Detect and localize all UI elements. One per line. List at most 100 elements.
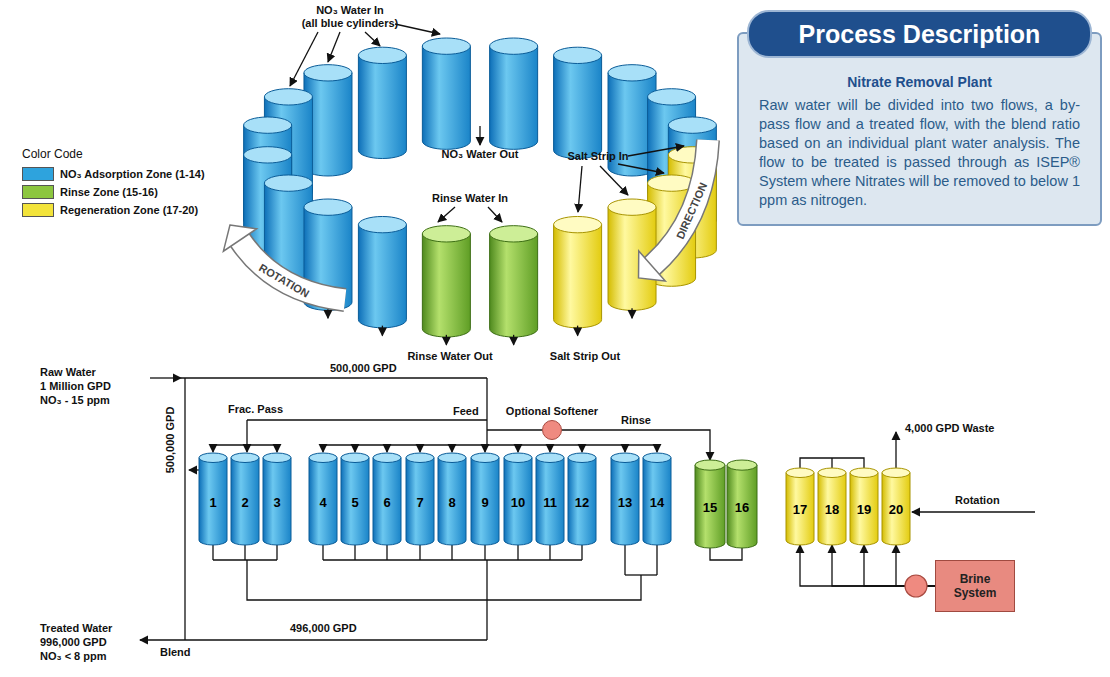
- ion-exchange-cylinder: 18: [818, 468, 846, 545]
- cylinder-top: [643, 453, 671, 463]
- feed-manifold: [323, 444, 657, 445]
- cylinder-top: [648, 89, 696, 105]
- cylinder-top: [199, 453, 227, 463]
- legend-title: Color Code: [22, 148, 83, 161]
- cylinder-top: [438, 453, 466, 463]
- cylinder-body: [263, 458, 291, 545]
- cylinder-number: 9: [481, 495, 488, 510]
- inlet-arrow: [212, 445, 213, 452]
- legend-text: NO₃ Adsorption Zone (1-14): [60, 168, 205, 180]
- rotation-band: [240, 240, 345, 300]
- cylinder-number: 7: [416, 495, 423, 510]
- cylinder-body: [850, 473, 878, 545]
- cylinder-top: [422, 226, 470, 242]
- flow-label: Rotation: [955, 494, 1000, 507]
- cylinder-top: [373, 453, 401, 463]
- cylinder-top: [304, 65, 352, 81]
- flow-label: NO₃ - 15 ppm: [40, 394, 110, 407]
- collector: [213, 559, 277, 560]
- callout-label: Rinse Water Out: [407, 350, 492, 363]
- legend-swatch: [22, 203, 54, 217]
- cylinder-body: [568, 458, 596, 545]
- pipe: [212, 545, 213, 560]
- cylinder-body: [727, 465, 757, 548]
- cylinder-top: [490, 226, 538, 242]
- leader-arrow: [488, 207, 502, 222]
- pipe: [581, 545, 582, 560]
- callout-label: (all blue cylinders): [302, 17, 399, 30]
- pipe: [451, 545, 452, 560]
- cylinder-top: [611, 453, 639, 463]
- cylinder-number: 13: [618, 495, 632, 510]
- pipe: [244, 545, 245, 560]
- inlet-arrow: [354, 445, 355, 452]
- cylinder-body: [406, 458, 434, 545]
- ion-exchange-cylinder: 15: [695, 460, 725, 548]
- flow-label: 500,000 GPD: [164, 407, 177, 474]
- cylinder-body: [786, 473, 814, 545]
- cylinder-body: [554, 55, 602, 158]
- cylinder-top: [818, 468, 846, 478]
- pipe: [276, 545, 277, 560]
- cylinder-top: [304, 199, 352, 215]
- panel-subtitle: Nitrate Removal Plant: [759, 74, 1080, 90]
- inlet-arrow: [419, 445, 420, 452]
- callout-label: Salt Strip In: [567, 150, 628, 163]
- cylinder-top: [727, 460, 757, 470]
- carousel-cylinder: [422, 38, 470, 149]
- cylinder-body: [882, 473, 910, 545]
- cylinder-top: [263, 453, 291, 463]
- cylinder-top: [358, 216, 406, 232]
- cylinder-top: [309, 453, 337, 463]
- cylinder-number: 18: [825, 502, 839, 517]
- panel-title: Process Description: [747, 10, 1092, 58]
- cylinder-number: 17: [793, 502, 807, 517]
- outlet-arrow: [631, 308, 632, 318]
- cylinder-top: [695, 460, 725, 470]
- callout-label: NO₃ Water Out: [442, 148, 519, 161]
- flow-label: NO₃ < 8 ppm: [40, 650, 107, 663]
- cylinder-top: [358, 47, 406, 63]
- cylinder-top: [471, 453, 499, 463]
- ion-exchange-cylinder: 12: [568, 453, 596, 545]
- flow-label: Treated Water: [40, 622, 112, 635]
- cylinder-number: 1: [209, 495, 216, 510]
- leader-arrow: [395, 24, 440, 34]
- cylinder-top: [264, 175, 312, 191]
- inlet-arrow: [517, 445, 518, 452]
- cylinder-body: [199, 458, 227, 545]
- inlet-arrow: [549, 445, 550, 452]
- ion-exchange-cylinder: 3: [263, 453, 291, 545]
- softener-pipe: [487, 429, 542, 430]
- leader-arrow: [600, 166, 628, 195]
- ion-exchange-cylinder: 14: [643, 453, 671, 545]
- ion-exchange-cylinder: 19: [850, 468, 878, 545]
- inlet-arrow: [276, 445, 277, 452]
- cylinder-top: [406, 453, 434, 463]
- feed-pipe: [486, 378, 487, 445]
- cylinder-top: [608, 65, 656, 81]
- leader-arrow: [290, 32, 318, 86]
- cylinder-body: [358, 55, 406, 158]
- pipe: [419, 545, 420, 560]
- flow-label: Blend: [160, 646, 191, 659]
- outlet-arrow: [189, 469, 199, 470]
- leader-arrow: [438, 207, 455, 222]
- leader-arrow: [618, 164, 664, 173]
- carousel-cylinder: [358, 47, 406, 158]
- cylinder-body: [490, 46, 538, 149]
- raw-water-arrow: [150, 377, 181, 378]
- softener-node: Optional Softener: [500, 404, 604, 440]
- cylinder-body: [818, 473, 846, 545]
- cylinder-number: 10: [511, 495, 525, 510]
- softener-circle: [542, 420, 562, 440]
- flow-label: 496,000 GPD: [290, 622, 357, 635]
- rinse-collector: [710, 548, 742, 560]
- outlet-arrow: [513, 335, 514, 345]
- ion-exchange-cylinder: 6: [373, 453, 401, 545]
- collector: [323, 559, 582, 560]
- cylinder-number: 5: [351, 495, 358, 510]
- pipe: [181, 377, 487, 378]
- cylinder-number: 15: [703, 500, 717, 515]
- ion-exchange-cylinder: 4: [309, 453, 337, 545]
